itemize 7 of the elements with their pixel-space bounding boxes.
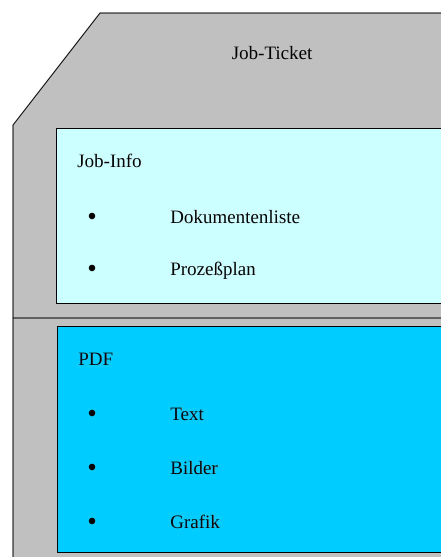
node-label: Bilder — [170, 460, 218, 474]
ticket-title: Job-Ticket — [232, 46, 312, 60]
node-label: Grafik — [170, 514, 220, 528]
node-label: PDF — [78, 352, 112, 366]
node-label: Text — [170, 408, 204, 420]
section-box: Job-Info Dokumentenliste Prozeßplan — [56, 128, 441, 304]
section-box: PDF Text Bilder Grafik — [57, 326, 441, 553]
